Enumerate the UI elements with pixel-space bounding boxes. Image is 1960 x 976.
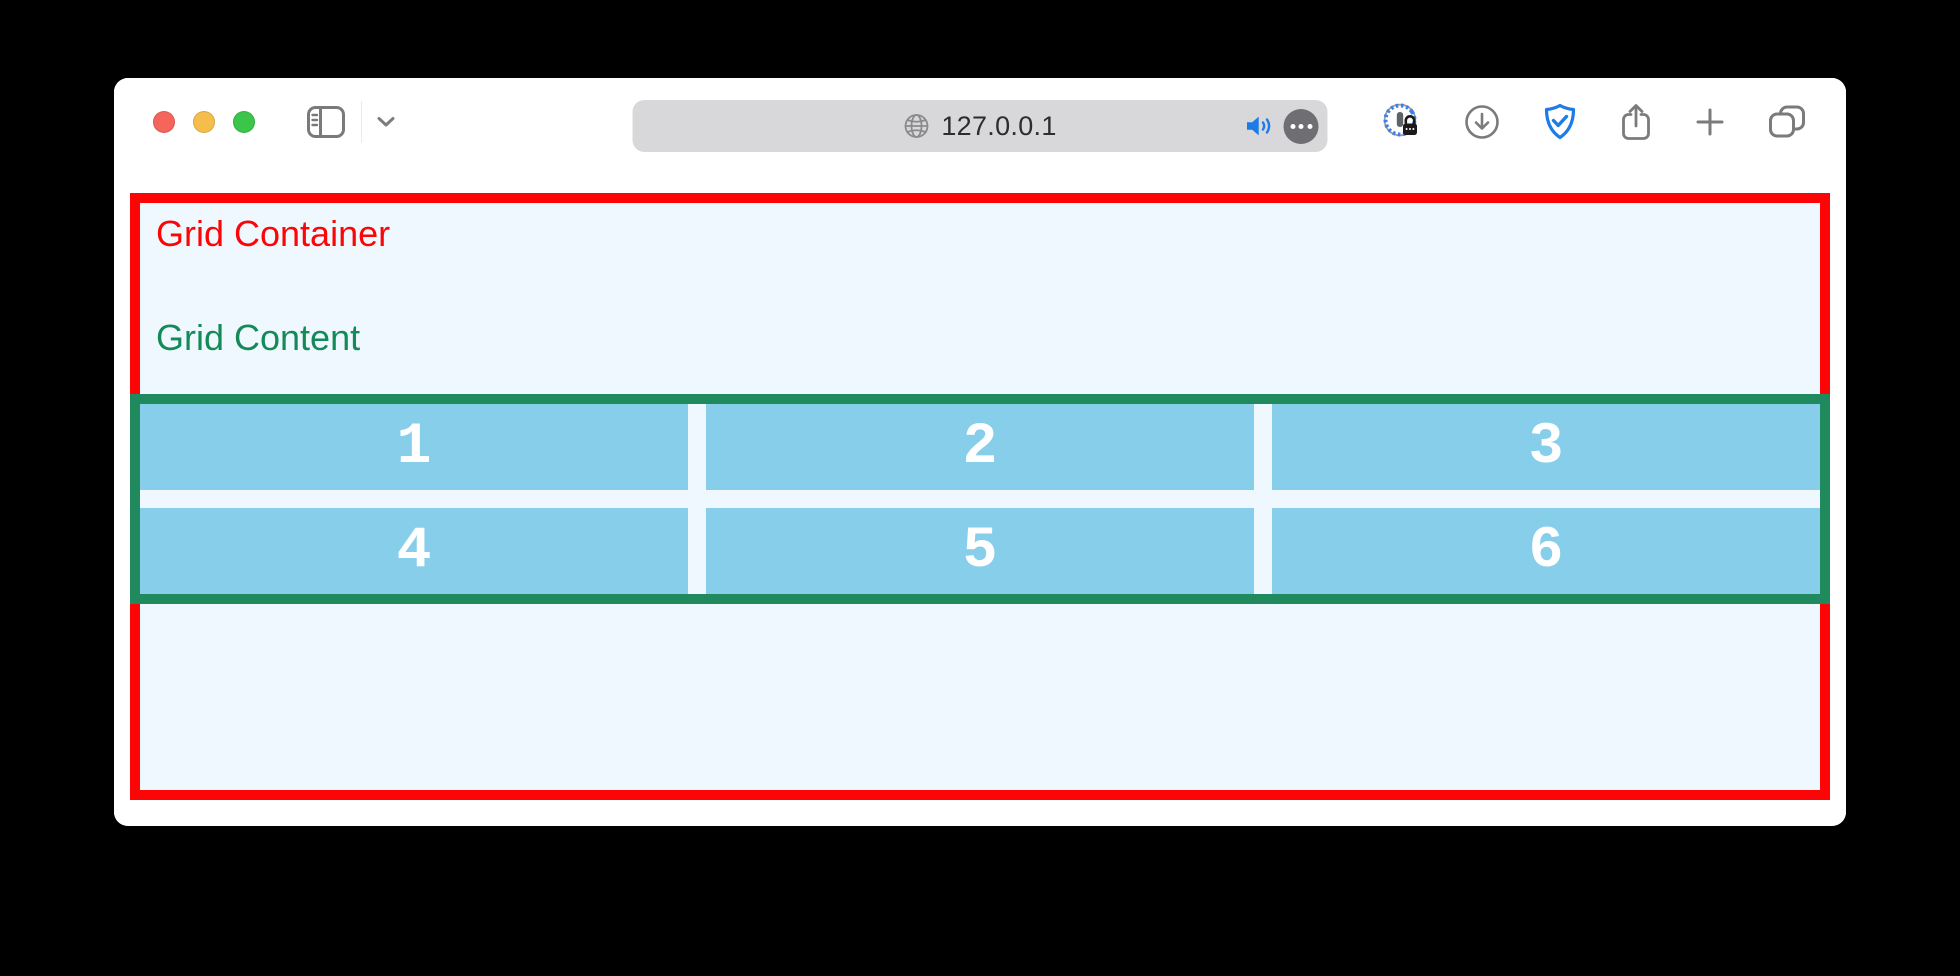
- sidebar-options-button[interactable]: [376, 115, 396, 129]
- tab-overview-button[interactable]: [1768, 105, 1806, 139]
- toolbar-separator: [361, 101, 362, 143]
- minimize-button[interactable]: [193, 111, 215, 133]
- chevron-down-icon: [377, 117, 395, 127]
- grid-cell: 6: [1272, 508, 1820, 594]
- grid-container-label: Grid Container: [156, 213, 391, 254]
- browser-toolbar: 127.0.0.1: [114, 78, 1846, 166]
- grid-cell: 1: [140, 404, 688, 490]
- grid-cell: 3: [1272, 404, 1820, 490]
- grid-content: 1 2 3 4 5 6: [130, 394, 1830, 604]
- address-bar-content: 127.0.0.1: [903, 111, 1056, 142]
- sidebar-toggle-button[interactable]: [307, 106, 345, 138]
- address-bar[interactable]: 127.0.0.1: [632, 100, 1328, 152]
- downloads-button[interactable]: [1464, 104, 1500, 140]
- share-icon: [1622, 104, 1650, 140]
- grid-cell: 2: [706, 404, 1254, 490]
- password-manager-extension-icon: [1383, 103, 1417, 137]
- share-button[interactable]: [1620, 102, 1652, 142]
- shield-extension-button[interactable]: [1542, 103, 1578, 141]
- ellipsis-icon: [1290, 123, 1295, 129]
- grid-cell: 5: [706, 508, 1254, 594]
- tab-overview-icon: [1769, 105, 1805, 138]
- grid-container: Grid Container Grid Content 1 2 3 4 5 6: [130, 193, 1830, 800]
- url-text: 127.0.0.1: [941, 110, 1057, 141]
- zoom-button[interactable]: [233, 111, 255, 133]
- close-button[interactable]: [153, 111, 175, 133]
- browser-window: 127.0.0.1: [114, 78, 1846, 826]
- grid-cell: 4: [140, 508, 688, 594]
- sidebar-toggle-icon: [307, 106, 345, 138]
- password-manager-extension-button[interactable]: [1382, 102, 1422, 142]
- audio-speaker-icon[interactable]: [1245, 113, 1275, 139]
- toolbar-right-icons: [1382, 78, 1806, 166]
- plus-icon: [1696, 108, 1724, 136]
- new-tab-button[interactable]: [1694, 106, 1726, 138]
- web-page: Grid Container Grid Content 1 2 3 4 5 6: [114, 166, 1846, 826]
- download-icon: [1465, 105, 1499, 139]
- page-settings-button[interactable]: [1283, 108, 1319, 144]
- grid-content-label: Grid Content: [156, 317, 361, 358]
- traffic-lights: [153, 111, 255, 133]
- address-bar-controls: [1245, 100, 1319, 152]
- globe-icon: [904, 114, 929, 138]
- privacy-shield-icon: [1544, 103, 1576, 140]
